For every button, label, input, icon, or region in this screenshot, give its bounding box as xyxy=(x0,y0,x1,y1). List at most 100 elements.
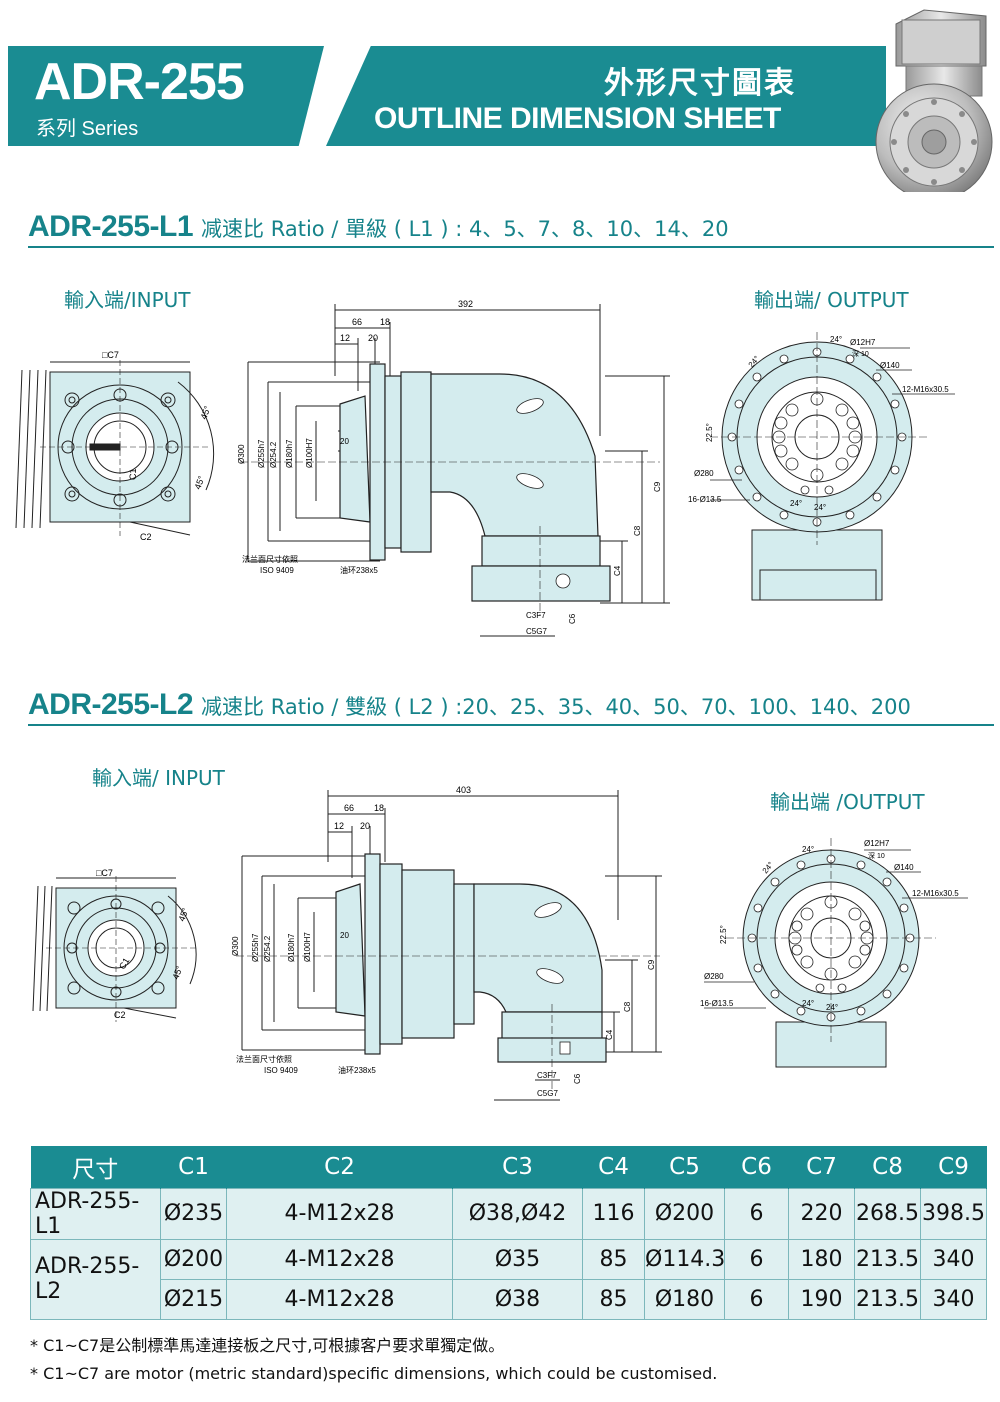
l2-c6: C6 xyxy=(573,1073,582,1084)
header-cell: C6 xyxy=(724,1146,789,1188)
l1-angle-45a: 45° xyxy=(198,404,212,421)
l2-d254: Ø254.2 xyxy=(263,935,272,962)
table-cell: Ø235 xyxy=(160,1187,227,1240)
l2-side-view: 403 66 18 12 20 Ø300 Ø255h7 Ø254.2 Ø180h… xyxy=(231,785,662,1101)
table-cell: Ø180 xyxy=(644,1278,725,1320)
l1-d100: Ø100H7 xyxy=(305,438,314,468)
header-cell: C8 xyxy=(854,1146,921,1188)
l2-d255: Ø255h7 xyxy=(251,933,260,962)
l1-d255: Ø255h7 xyxy=(257,439,266,468)
l1-out-24a: 24° xyxy=(830,335,842,344)
table-cell: 6 xyxy=(724,1278,789,1320)
l2-c2-label: C2 xyxy=(114,1010,126,1020)
l1-flange-note: 法兰面尺寸依照 xyxy=(242,554,298,564)
table-cell: 340 xyxy=(920,1238,987,1280)
header-cell: C5 xyxy=(644,1146,725,1188)
table-cell: 85 xyxy=(582,1278,645,1320)
note-en: * C1~C7 are motor (metric standard)speci… xyxy=(30,1364,718,1383)
table-row: ADR-255-L1 Ø235 4-M12x28 Ø38,Ø42 116 Ø20… xyxy=(30,1187,987,1240)
l2-input-view: □C7 C2 C1 45° 45° xyxy=(32,868,197,1022)
table-header-row: 尺寸 C1 C2 C3 C4 C5 C6 C7 C8 C9 xyxy=(30,1146,987,1188)
l1-out-24c: 24° xyxy=(790,499,802,508)
table-cell: 213.5 xyxy=(854,1278,921,1320)
l2-out-24a: 24° xyxy=(802,845,814,854)
l1-out-deep: 深 10 xyxy=(852,349,869,358)
section-l2-ratio: 减速比 Ratio / 雙級 ( L2 ) :20、25、35、40、50、70… xyxy=(201,695,911,719)
l2-out-225: 22.5° xyxy=(719,925,728,944)
table-cell: 6 xyxy=(724,1238,789,1280)
l1-d254: Ø254.2 xyxy=(269,441,278,468)
l2-oring: 油环238x5 xyxy=(338,1065,376,1075)
section-l1-model: ADR-255-L1 xyxy=(28,210,194,243)
l2-c5: C5G7 xyxy=(537,1089,558,1098)
l2-out-24c: 24° xyxy=(802,999,814,1008)
table-cell: 213.5 xyxy=(854,1238,921,1280)
l2-d20: 20 xyxy=(360,821,370,831)
l1-d20: 20 xyxy=(368,333,378,343)
section-l2-title: ADR-255-L2 减速比 Ratio / 雙級 ( L2 ) :20、25、3… xyxy=(28,688,911,722)
l2-d180: Ø180h7 xyxy=(287,933,296,962)
header-cell: 尺寸 xyxy=(30,1146,161,1188)
header-series: 系列 Series xyxy=(36,118,139,140)
dimension-table: 尺寸 C1 C2 C3 C4 C5 C6 C7 C8 C9 ADR-255-L1… xyxy=(30,1146,987,1320)
l1-output-label: 輸出端/ OUTPUT xyxy=(754,288,909,312)
l1-d20b: 20 xyxy=(340,437,349,446)
table-row: Ø215 4-M12x28 Ø38 85 Ø180 6 190 213.5 34… xyxy=(31,1278,987,1320)
l1-output-view: 24° 24° 22.5° Ø12H7 深 10 Ø140 12-M16x30.… xyxy=(688,332,955,601)
header-title-en: OUTLINE DIMENSION SHEET xyxy=(374,102,781,135)
section-l2-rule xyxy=(28,724,994,726)
l1-c4: C4 xyxy=(613,565,622,576)
table-cell: Ø38 xyxy=(452,1278,583,1320)
header-cell: C2 xyxy=(226,1146,453,1188)
l1-out-m16: 12-M16x30.5 xyxy=(902,385,949,394)
table-cell: 85 xyxy=(582,1238,645,1280)
table-cell: 340 xyxy=(920,1278,987,1320)
l1-length: 392 xyxy=(458,299,473,309)
table-cell: 398.5 xyxy=(920,1187,987,1240)
l2-out-280: Ø280 xyxy=(704,972,724,981)
table-cell: Ø215 xyxy=(160,1278,227,1320)
table-cell: Ø35 xyxy=(452,1238,583,1280)
l1-out-140: Ø140 xyxy=(880,361,900,370)
table-cell-model: ADR-255-L2 xyxy=(30,1238,161,1320)
l2-c8: C8 xyxy=(623,1001,632,1012)
l1-c6: C6 xyxy=(568,613,577,624)
table-cell: 6 xyxy=(724,1187,789,1240)
l2-length: 403 xyxy=(456,785,471,795)
l1-side-view: 392 66 18 12 20 Ø300 Ø255h7 Ø254.2 Ø180h… xyxy=(237,299,670,637)
l1-out-24d: 24° xyxy=(814,503,826,512)
l2-out-12h7: Ø12H7 xyxy=(864,839,890,848)
l1-c2-label: C2 xyxy=(140,532,152,542)
l1-d300: Ø300 xyxy=(237,444,246,464)
l1-c3: C3F7 xyxy=(526,611,546,620)
l2-flange-note: 法兰面尺寸依照 xyxy=(236,1054,292,1064)
l1-out-12h7: Ø12H7 xyxy=(850,338,876,347)
l1-d18: 18 xyxy=(380,317,390,327)
header-cell: C1 xyxy=(160,1146,227,1188)
l2-c7-label: □C7 xyxy=(96,868,113,878)
gearbox-photo xyxy=(875,9,993,192)
table-cell: 4-M12x28 xyxy=(226,1238,453,1280)
l2-out-140: Ø140 xyxy=(894,863,914,872)
l1-d12: 12 xyxy=(340,333,350,343)
l2-c1-label: C1 xyxy=(117,956,131,971)
l2-d66: 66 xyxy=(344,803,354,813)
table-cell: Ø200 xyxy=(160,1238,227,1280)
l1-d66: 66 xyxy=(352,317,362,327)
table-cell: 268.5 xyxy=(854,1187,921,1240)
header-model: ADR-255 xyxy=(34,53,245,111)
l1-d180: Ø180h7 xyxy=(285,439,294,468)
l2-c4: C4 xyxy=(605,1029,614,1040)
table-cell-model: ADR-255-L1 xyxy=(30,1187,161,1240)
header-cell: C3 xyxy=(452,1146,583,1188)
l1-oring: 油环238x5 xyxy=(340,565,378,575)
l2-out-24d: 24° xyxy=(826,1003,838,1012)
l2-angle-45b: 45° xyxy=(170,964,184,981)
l1-c7-label: □C7 xyxy=(102,350,119,360)
header-model-banner xyxy=(8,46,324,146)
l2-out-m16: 12-M16x30.5 xyxy=(912,889,959,898)
table-cell: 180 xyxy=(788,1238,855,1280)
section-l2-model: ADR-255-L2 xyxy=(28,688,194,721)
l1-iso: ISO 9409 xyxy=(260,566,294,575)
